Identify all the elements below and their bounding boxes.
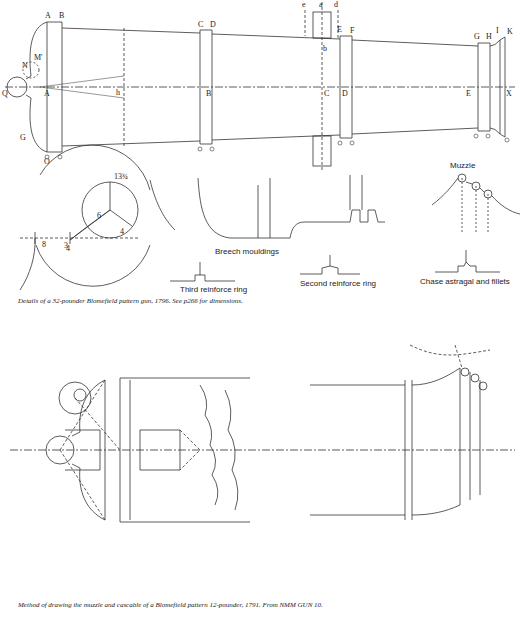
reference-letter: E (337, 26, 342, 34)
reference-letter: M' (34, 54, 43, 62)
drawing-stroke (36, 245, 150, 286)
reference-letter: d (334, 1, 338, 9)
drawing-stroke (210, 147, 214, 151)
drawing-stroke (45, 134, 509, 159)
drawing-stroke (410, 345, 490, 368)
reference-letter: e (302, 1, 306, 9)
drawing-stroke (70, 182, 132, 240)
figure-caption: Details of a 32-pounder Blomefield patte… (18, 297, 348, 305)
drawing-stroke (5, 2, 520, 522)
reference-letter: D (342, 90, 348, 98)
drawing-stroke (10, 450, 515, 451)
reference-letter: N (22, 62, 28, 70)
drawing-stroke (258, 175, 362, 238)
reference-letter: B (206, 90, 211, 98)
drawing-stroke (170, 262, 235, 281)
drawing-stroke (479, 382, 487, 390)
reference-letter: O (44, 158, 50, 166)
drawing-stroke (198, 178, 385, 238)
drawing-stroke (198, 147, 202, 151)
reference-letter: 8 (42, 241, 46, 249)
reference-letter: A (44, 90, 50, 98)
reference-letter: D (210, 21, 216, 29)
reference-letter: K (507, 28, 513, 36)
drawing-stroke (462, 178, 488, 232)
reference-letter: C (324, 90, 329, 98)
drawing-stroke (313, 136, 331, 166)
reference-letter: b (323, 45, 327, 53)
drawing-stroke (300, 255, 360, 274)
reference-letter: H (486, 33, 492, 41)
drawing-stroke (505, 138, 509, 142)
reference-letter: a (319, 1, 323, 9)
reference-letter: X (506, 90, 512, 98)
detail-title: Chase astragal and fillets (420, 278, 510, 286)
detail-title: Muzzle (450, 162, 475, 170)
figure-caption: Method of drawing the muzzle and cascabl… (18, 601, 348, 609)
drawing-stroke (20, 238, 140, 239)
reference-letter: 4 (120, 228, 124, 236)
drawing-stroke (338, 141, 342, 145)
drawing-stroke (474, 134, 478, 138)
reference-letter: F (350, 27, 354, 35)
reference-letter: h (116, 89, 120, 97)
drawing-stroke (40, 145, 150, 190)
reference-letter: E (466, 90, 471, 98)
detail-title: Third reinforce ring (180, 286, 247, 294)
drawing-stroke (20, 180, 175, 290)
reference-letter: A (45, 12, 51, 20)
reference-letter: C (198, 21, 203, 29)
reference-letter: 4 (66, 245, 70, 253)
detail-title: Second reinforce ring (300, 280, 376, 288)
reference-letter: I (496, 27, 499, 35)
drawing-stroke (350, 141, 354, 145)
reference-letter: B (59, 12, 64, 20)
detail-title: Breech mouldings (215, 248, 279, 256)
drawing-stroke (435, 250, 500, 272)
drawing-stroke (486, 134, 490, 138)
reference-letter: 6 (97, 212, 101, 220)
drawing-stroke (40, 76, 124, 98)
reference-letter: G (20, 134, 26, 142)
drawing-stroke (305, 2, 338, 170)
reference-letter: Q (2, 90, 8, 98)
drawing-stroke (200, 385, 238, 510)
reference-letter: G (474, 33, 480, 41)
drawing-stroke (471, 374, 479, 382)
reference-letter: 13¾ (114, 173, 128, 181)
drawing-stroke (5, 87, 515, 88)
drawing-stroke (23, 62, 39, 78)
drawing-stroke (412, 368, 480, 515)
drawing-stroke (461, 368, 469, 376)
